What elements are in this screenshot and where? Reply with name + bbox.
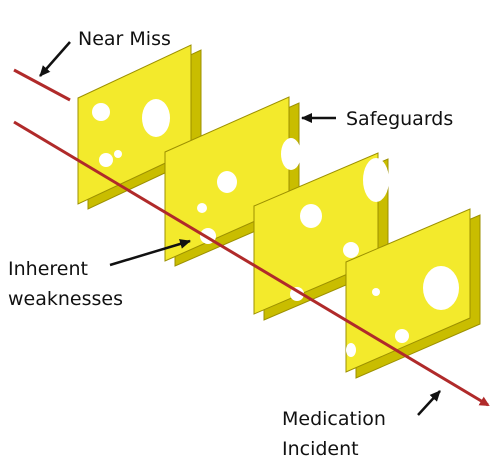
incident-path	[13, 120, 490, 407]
cheese-hole	[395, 329, 409, 343]
cheese-hole	[99, 153, 113, 167]
cheese-hole	[197, 203, 207, 213]
inherent-weaknesses-label-line2: weaknesses	[8, 288, 123, 310]
near-miss-label: Near Miss	[78, 28, 171, 50]
medication-incident-arrow	[417, 390, 441, 416]
inherent-weaknesses-arrow	[109, 239, 191, 267]
medication-incident-label-line1: Medication	[282, 408, 386, 430]
cheese-slice-4	[345, 208, 481, 379]
cheese-hole	[300, 204, 322, 228]
safeguards-label: Safeguards	[346, 108, 453, 130]
cheese-hole	[423, 266, 459, 310]
cheese-hole	[346, 343, 356, 357]
cheese-hole	[217, 171, 237, 193]
cheese-hole	[92, 103, 110, 121]
near-miss-arrow	[39, 41, 71, 77]
cheese-hole	[114, 150, 122, 158]
near-miss-path-entry	[13, 68, 71, 102]
cheese-hole	[372, 288, 380, 296]
inherent-weaknesses-label-line1: Inherent	[8, 258, 88, 280]
cheese-hole	[142, 99, 170, 137]
cheese-hole	[343, 242, 359, 258]
medication-incident-label-line2: Incident	[282, 438, 359, 460]
cheese-hole	[363, 158, 389, 202]
cheese-hole	[281, 138, 301, 170]
